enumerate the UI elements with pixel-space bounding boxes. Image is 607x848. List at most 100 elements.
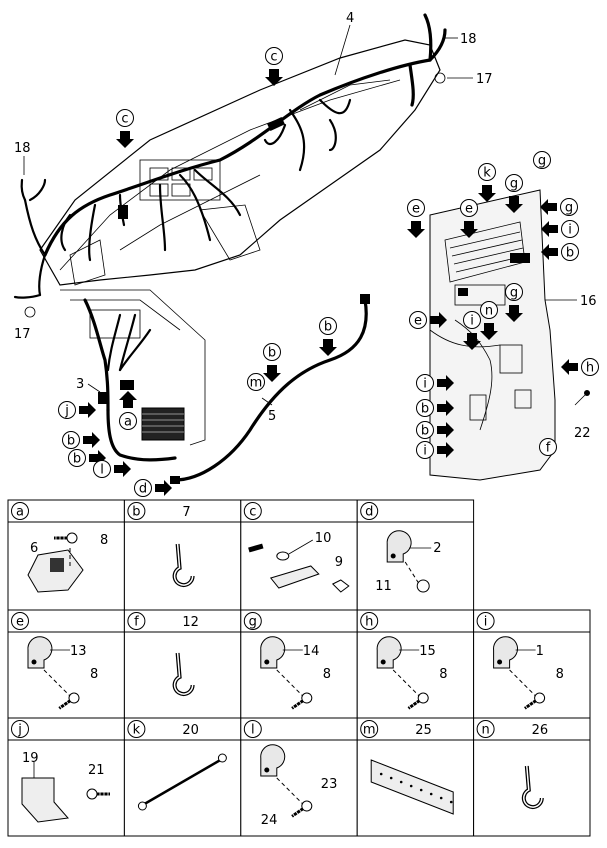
marker-letter: b — [268, 346, 276, 361]
arrow-icon — [437, 375, 454, 391]
cell-letter: i — [484, 615, 488, 630]
part-number: 8 — [323, 667, 331, 682]
marker-b4: b — [319, 317, 337, 356]
marker-letter: a — [124, 415, 132, 430]
marker-letter: m — [250, 376, 263, 391]
arrow-icon — [265, 69, 283, 86]
marker-l: l — [93, 460, 131, 478]
cell-letter: e — [16, 615, 24, 630]
part-number: 2 — [433, 541, 441, 556]
arrow-icon — [114, 461, 131, 477]
cell-letter: n — [481, 723, 489, 738]
arrow-icon — [561, 359, 578, 375]
marker-g3: g — [540, 198, 578, 216]
arrow-icon — [505, 305, 523, 322]
marker-letter: i — [470, 314, 474, 329]
screw-icon — [54, 532, 78, 544]
arrow-icon — [83, 432, 100, 448]
part-number: 19 — [22, 751, 39, 766]
part-number: 15 — [419, 644, 436, 659]
part-number-callouts: 4 18 17 18 17 3 5 16 22 — [14, 11, 597, 441]
part-number: 24 — [261, 813, 278, 828]
marker-letter: b — [73, 452, 81, 467]
part-number: 21 — [88, 763, 105, 778]
clip-nut-icon — [416, 579, 430, 593]
marker-letter: g — [510, 286, 518, 301]
marker-e1: e — [407, 199, 425, 238]
floor-harness — [83, 294, 370, 484]
marker-e3: e — [409, 311, 447, 329]
marker-g2: g — [505, 174, 523, 213]
marker-letter: b — [67, 434, 75, 449]
part-number: 8 — [556, 667, 564, 682]
marker-letter: e — [412, 202, 420, 217]
marker-letter: b — [324, 320, 332, 335]
marker-letter: e — [414, 314, 422, 329]
marker-letter: e — [465, 202, 473, 217]
marker-j: j — [58, 401, 96, 419]
arrow-icon — [541, 244, 558, 260]
arrow-icon — [540, 199, 557, 215]
callout-5: 5 — [268, 409, 276, 424]
arrow-icon — [480, 323, 498, 340]
marker-b6: b — [416, 399, 454, 417]
grid-cell-a: a68 — [7, 499, 125, 611]
cell-letter: d — [365, 505, 373, 520]
callout-17-right: 17 — [476, 72, 493, 87]
dashboard-outline — [39, 39, 441, 446]
marker-b7: b — [416, 421, 454, 439]
part-number: 23 — [321, 777, 338, 792]
fuse-block-icon — [269, 565, 320, 589]
marker-letter: b — [421, 402, 429, 417]
arrow-icon — [155, 480, 172, 496]
cable-tie-icon — [172, 543, 195, 588]
arrow-icon — [319, 339, 337, 356]
marker-k: k — [478, 163, 496, 202]
marker-letter: g — [538, 154, 546, 169]
cell-part-number: 12 — [182, 615, 199, 630]
marker-g1: g — [533, 151, 551, 169]
part-number: 8 — [90, 667, 98, 682]
part-number: 13 — [70, 644, 87, 659]
marker-letter: c — [270, 50, 277, 65]
marker-letter: c — [121, 112, 128, 127]
arrow-icon — [430, 312, 447, 328]
marker-d: d — [134, 479, 172, 497]
screw-icon — [86, 788, 110, 800]
arrow-icon — [541, 221, 558, 237]
marker-b3: b — [263, 343, 281, 382]
mount-bracket-icon — [21, 777, 69, 823]
arrow-icon — [463, 333, 481, 350]
part-number: 14 — [303, 644, 320, 659]
part-number: 10 — [315, 531, 332, 546]
part-number: 11 — [375, 579, 392, 594]
marker-h: h — [561, 358, 599, 376]
grid-cell-d: d 2 11 — [356, 499, 475, 611]
arrow-icon — [478, 185, 496, 202]
nut-icon — [331, 579, 350, 593]
marker-m: m — [247, 373, 265, 391]
marker-g4: g — [505, 283, 523, 322]
marker-letter: i — [568, 223, 572, 238]
screw-icon — [58, 692, 80, 710]
part-number: 8 — [439, 667, 447, 682]
marker-i2: i — [463, 311, 481, 350]
marker-c_left: c — [116, 109, 134, 148]
marker-c_top: c — [265, 47, 283, 86]
callout-17-left: 17 — [14, 327, 31, 342]
marker-letter: d — [139, 482, 147, 497]
cell-part-number: 20 — [182, 723, 199, 738]
washer-icon — [276, 551, 290, 561]
arrow-icon — [505, 196, 523, 213]
cell-part-number: 26 — [532, 723, 549, 738]
marker-letter: n — [485, 304, 493, 319]
arrow-icon — [437, 422, 454, 438]
cell-letter: h — [365, 615, 373, 630]
